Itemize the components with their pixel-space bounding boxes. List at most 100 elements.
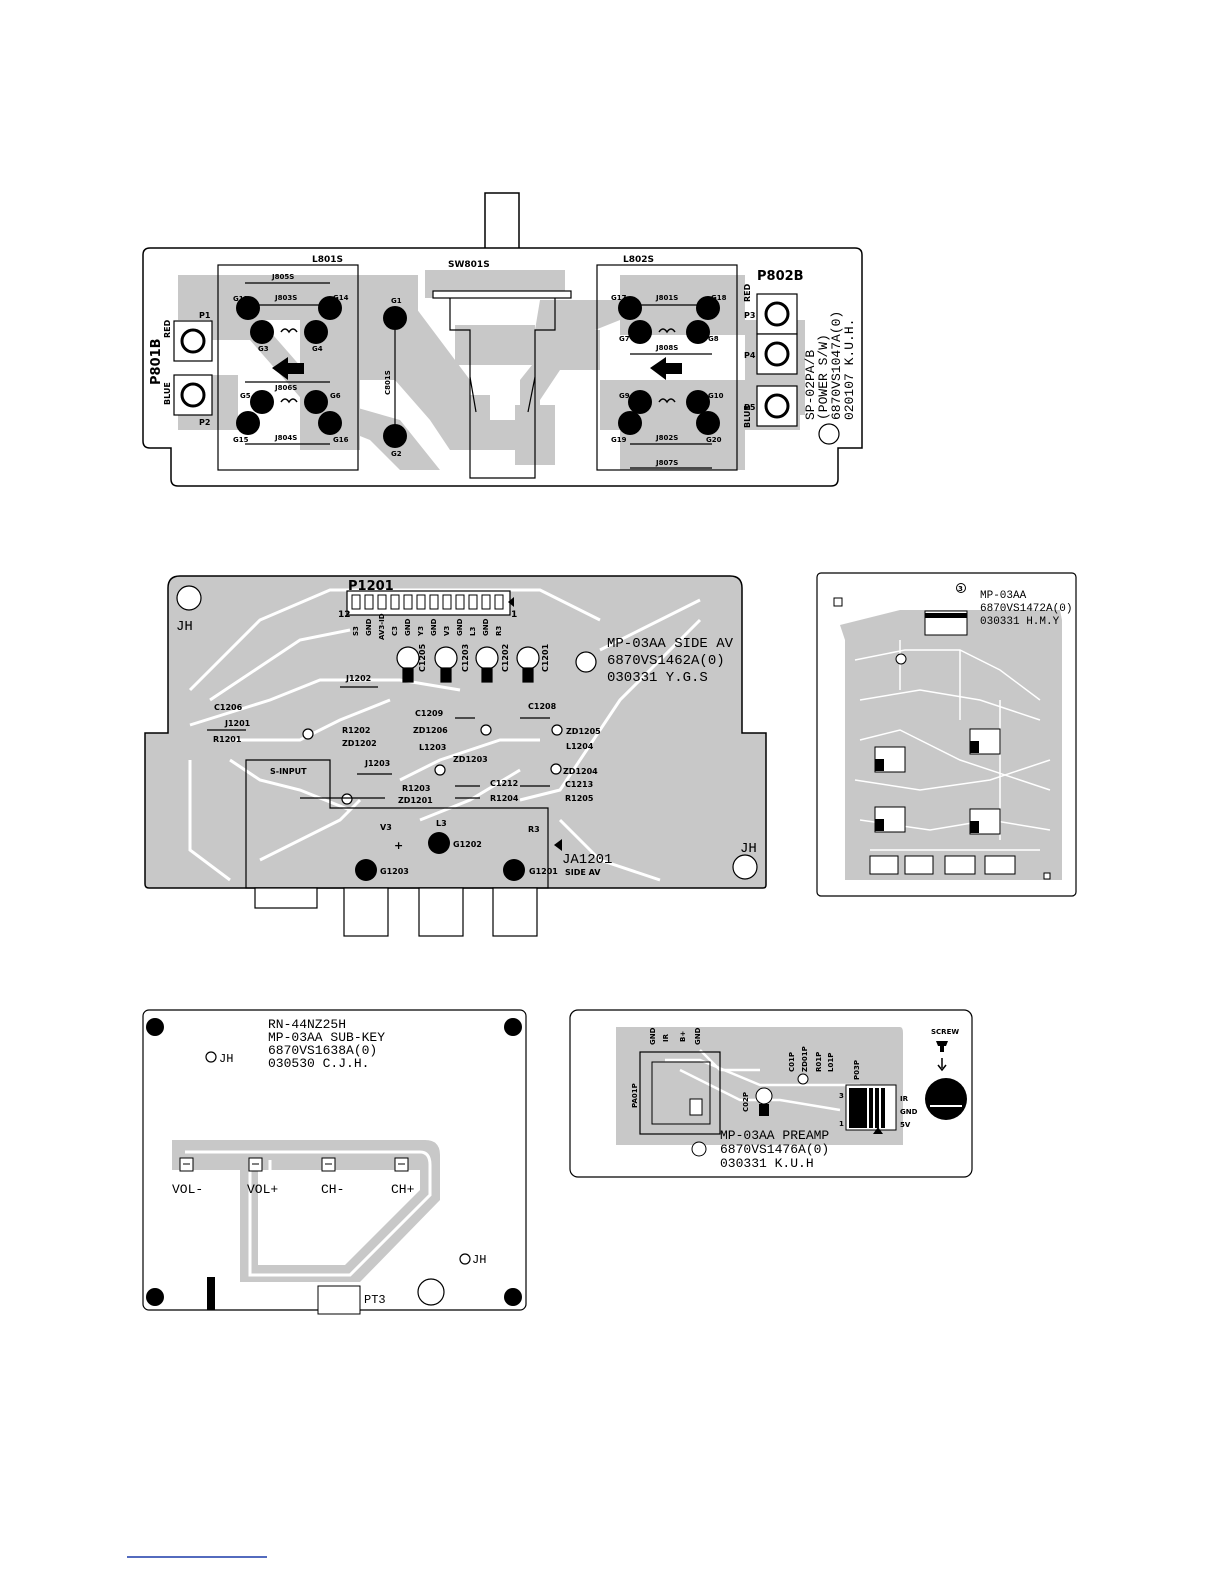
- jumper-j805s: J805S: [271, 273, 294, 281]
- subkey-jh-bottom: JH: [472, 1253, 486, 1267]
- pad-g7: G7: [619, 335, 630, 343]
- part-c01p: C01P: [788, 1052, 796, 1072]
- pad-g4: G4: [312, 345, 323, 353]
- jack-ja1201: JA1201: [562, 852, 612, 868]
- power-id-line1: SP-02PA/B: [803, 350, 818, 420]
- power-id-line4: 020107 K.U.H.: [842, 319, 857, 420]
- pin-name-v3: V3: [443, 626, 451, 636]
- jumper-j807s: J807S: [655, 459, 678, 467]
- part-j1202: J1202: [345, 674, 371, 683]
- jumper-j806s: J806S: [274, 384, 297, 392]
- p03p-pin-5v: 5V: [900, 1121, 911, 1129]
- pin-name-gnd4: GND: [456, 618, 464, 636]
- pad-g14: G14: [333, 294, 349, 302]
- p03p-pin-gnd: GND: [900, 1108, 918, 1116]
- jumper-j803s: J803S: [274, 294, 297, 302]
- pad-g19: G19: [611, 436, 627, 444]
- pad-g18: G18: [711, 294, 727, 302]
- main-small-id-line3: 030331 H.M.Y: [980, 616, 1060, 628]
- part-zd1202: ZD1202: [342, 739, 377, 748]
- part-zd01p: ZD01P: [801, 1046, 809, 1072]
- pin-name-gnd5: GND: [482, 618, 490, 636]
- jumper-j801s: J801S: [655, 294, 678, 302]
- part-c1206: C1206: [214, 703, 243, 712]
- side-av-board: P1201 12 1 S3 GND AV3-ID C3 GND Y3 GND V…: [144, 575, 767, 937]
- pad-g15: G15: [233, 436, 249, 444]
- power-switch-board: L801S L802S SW801S P802B P801B RED BLUE …: [142, 192, 863, 487]
- label-p801b: P801B: [149, 338, 164, 385]
- p03p-num-1: 1: [839, 1120, 844, 1128]
- label-blue-right: BLUE: [743, 405, 752, 428]
- subkey-id-line4: 030530 C.J.H.: [268, 1056, 369, 1071]
- key-ch-plus: CH+: [391, 1182, 415, 1197]
- preamp-pin-gnd2: GND: [694, 1027, 702, 1045]
- label-jh-right: JH: [740, 841, 757, 857]
- subkey-id-line2: MP-03AA SUB-KEY: [268, 1030, 385, 1045]
- part-r1204: R1204: [490, 794, 519, 803]
- pin-name-gnd3: GND: [430, 618, 438, 636]
- part-zd1205: ZD1205: [566, 727, 601, 736]
- connector-pt3: PT3: [364, 1293, 386, 1307]
- label-red-right: RED: [743, 283, 752, 302]
- part-zd1201: ZD1201: [398, 796, 433, 805]
- preamp-id-line1: MP-03AA PREAMP: [720, 1128, 829, 1143]
- sub-key-board: RN-44NZ25H MP-03AA SUB-KEY 6870VS1638A(0…: [142, 1009, 527, 1315]
- cap-c1202: C1202: [501, 644, 510, 672]
- pin-p4: P4: [744, 351, 756, 360]
- pin-p2: P2: [199, 418, 210, 427]
- cap-c1203: C1203: [461, 644, 470, 672]
- pin-name-av3id: AV3-ID: [378, 613, 386, 640]
- pad-r3: R3: [528, 825, 540, 834]
- jumper-j802s: J802S: [655, 434, 678, 442]
- key-vol-plus: VOL+: [247, 1182, 278, 1197]
- p03p-pin-ir: IR: [900, 1095, 909, 1103]
- main-small-board: 3 MP-03AA 6870VS1472A(0) 030331 H.M.Y: [816, 572, 1077, 897]
- subkey-jh-top: JH: [219, 1052, 233, 1066]
- pin-name-c3: C3: [391, 626, 399, 636]
- label-l802s: L802S: [623, 255, 654, 265]
- p03p-num-3: 3: [839, 1092, 844, 1100]
- part-r1201: R1201: [213, 735, 242, 744]
- label-jh-left: JH: [176, 619, 193, 635]
- part-zd1203: ZD1203: [453, 755, 488, 764]
- part-c1208: C1208: [528, 702, 557, 711]
- label-blue-left: BLUE: [163, 382, 172, 405]
- side-av-id-line3: 030331 Y.G.S: [607, 670, 708, 686]
- pin-name-l3: L3: [469, 627, 477, 636]
- part-r1203: R1203: [402, 784, 430, 793]
- pad-g6: G6: [330, 392, 341, 400]
- part-c1213: C1213: [565, 780, 593, 789]
- cap-c801s: C801S: [384, 370, 392, 395]
- part-r1202: R1202: [342, 726, 370, 735]
- pad-g16: G16: [333, 436, 349, 444]
- pad-g8: G8: [708, 335, 719, 343]
- pad-g1202: G1202: [453, 840, 482, 849]
- pad-g17: G17: [611, 294, 627, 302]
- pin-name-s3: S3: [352, 626, 360, 636]
- pad-g5: G5: [240, 392, 251, 400]
- label-l801s: L801S: [312, 255, 343, 265]
- preamp-pin-gnd1: GND: [649, 1027, 657, 1045]
- key-vol-minus: VOL-: [172, 1182, 203, 1197]
- preamp-board: GND IR B+ GND PA01P C01P ZD01P R01P L01P…: [569, 1009, 973, 1178]
- part-c1209: C1209: [415, 709, 444, 718]
- part-zd1206: ZD1206: [413, 726, 448, 735]
- preamp-id-line2: 6870VS1476A(0): [720, 1142, 829, 1157]
- pin-name-y3: Y3: [417, 626, 425, 637]
- part-r1205: R1205: [565, 794, 594, 803]
- label-red-left: RED: [163, 319, 172, 338]
- pin-1: 1: [511, 610, 517, 620]
- pad-g1201: G1201: [529, 867, 558, 876]
- pin-name-gnd2: GND: [404, 618, 412, 636]
- label-pa01p: PA01P: [631, 1083, 639, 1108]
- part-l01p: L01P: [827, 1053, 835, 1072]
- label-sw801s: SW801S: [448, 260, 490, 270]
- pad-g9: G9: [619, 392, 630, 400]
- jack-desc: SIDE AV: [565, 868, 601, 877]
- pin-12: 12: [338, 610, 351, 620]
- part-l1203: L1203: [419, 743, 446, 752]
- preamp-pin-ir: IR: [662, 1033, 670, 1042]
- part-c1212: C1212: [490, 779, 518, 788]
